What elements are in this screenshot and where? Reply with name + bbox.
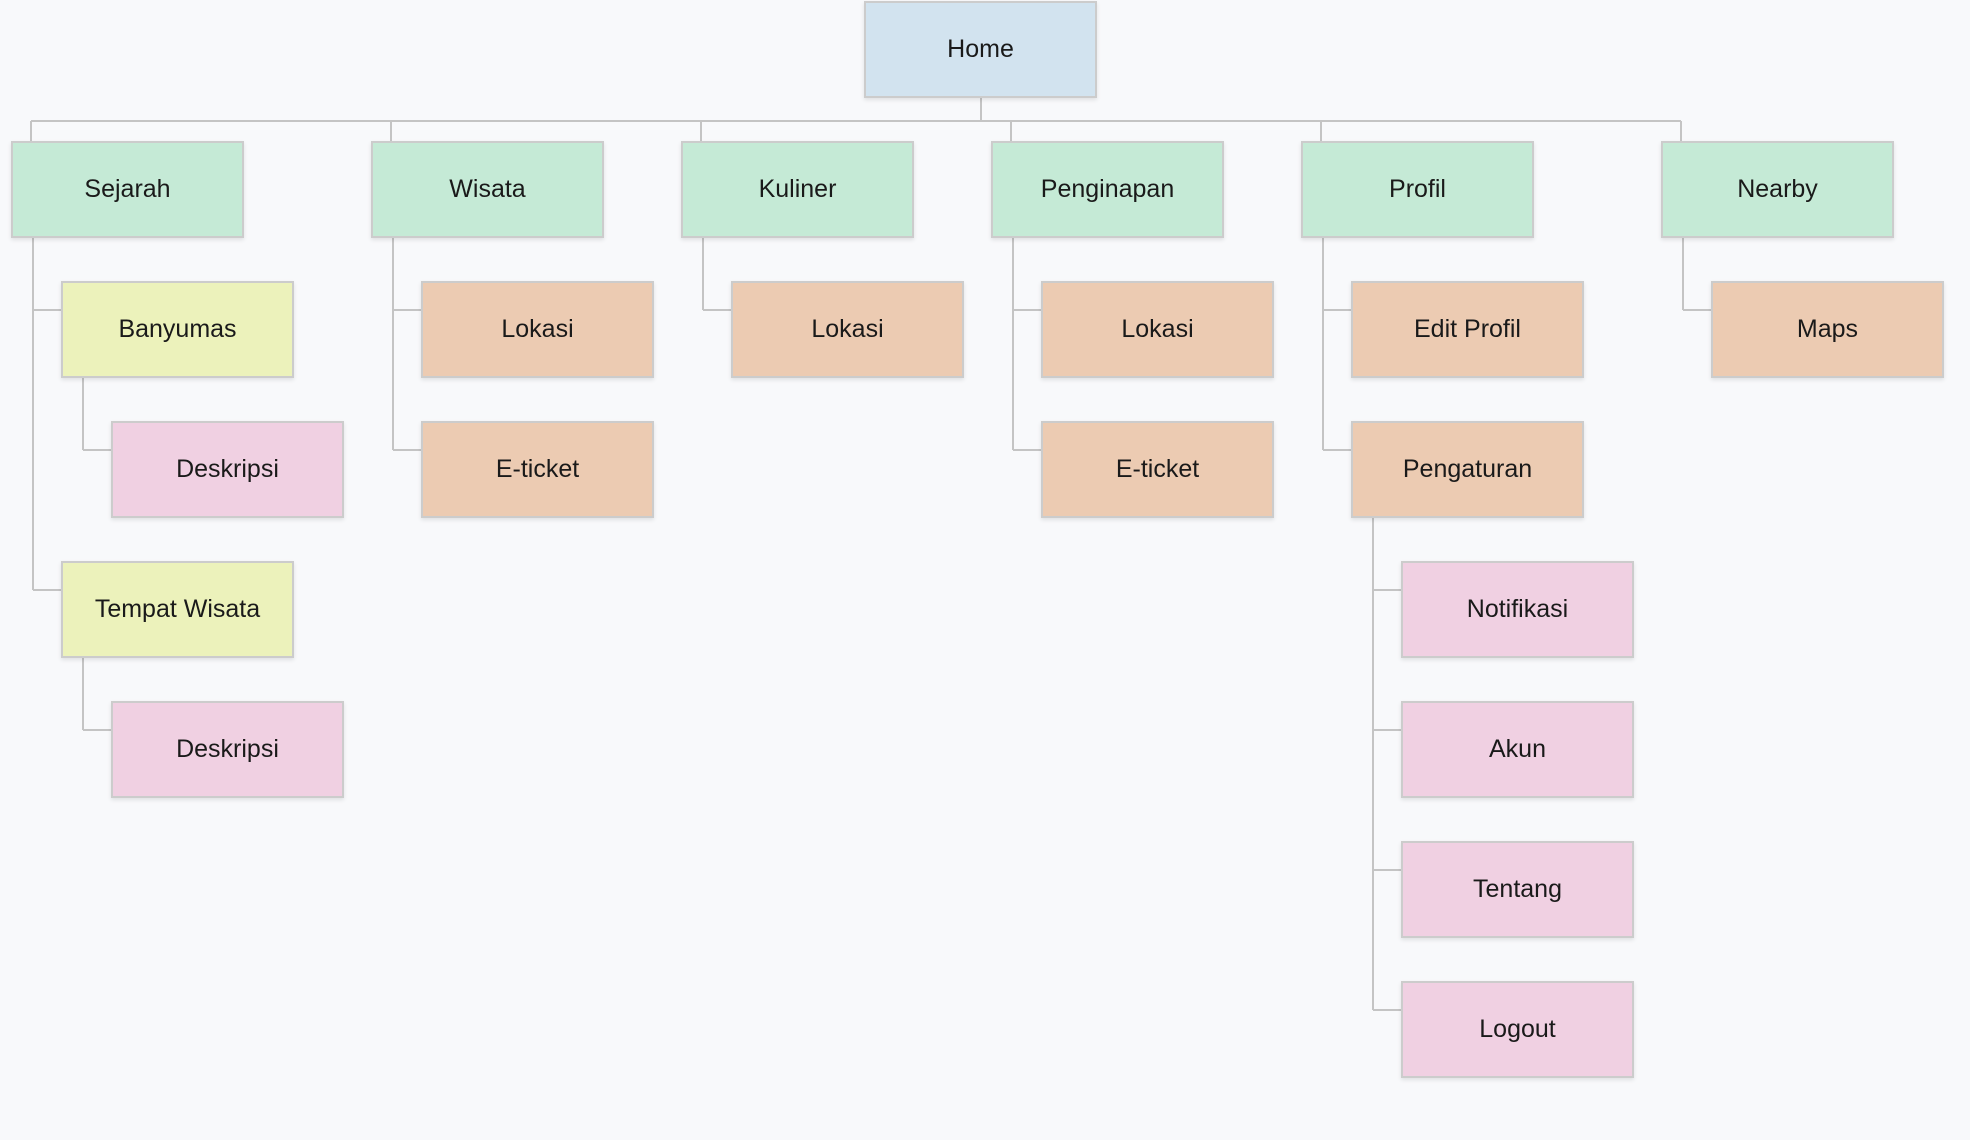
node-penginapan[interactable]: Penginapan bbox=[991, 141, 1224, 238]
node-sejarah[interactable]: Sejarah bbox=[11, 141, 244, 238]
node-akun-label: Akun bbox=[1489, 735, 1546, 763]
node-logout[interactable]: Logout bbox=[1401, 981, 1634, 1078]
node-kuliner-lokasi[interactable]: Lokasi bbox=[731, 281, 964, 378]
node-banyumas[interactable]: Banyumas bbox=[61, 281, 294, 378]
node-banyumas-deskripsi[interactable]: Deskripsi bbox=[111, 421, 344, 518]
node-kuliner-label: Kuliner bbox=[758, 175, 837, 203]
node-kuliner[interactable]: Kuliner bbox=[681, 141, 914, 238]
node-tempat-wisata-deskripsi[interactable]: Deskripsi bbox=[111, 701, 344, 798]
node-nearby-label: Nearby bbox=[1737, 175, 1818, 203]
node-penginapan-eticket[interactable]: E-ticket bbox=[1041, 421, 1274, 518]
node-maps[interactable]: Maps bbox=[1711, 281, 1944, 378]
node-wisata-lokasi[interactable]: Lokasi bbox=[421, 281, 654, 378]
node-pengaturan[interactable]: Pengaturan bbox=[1351, 421, 1584, 518]
node-banyumas-label: Banyumas bbox=[118, 315, 237, 343]
node-home-label: Home bbox=[947, 35, 1014, 63]
node-penginapan-label: Penginapan bbox=[1040, 175, 1175, 203]
node-notifikasi[interactable]: Notifikasi bbox=[1401, 561, 1634, 658]
node-wisata[interactable]: Wisata bbox=[371, 141, 604, 238]
node-tempat-wisata-deskripsi-label: Deskripsi bbox=[176, 735, 279, 763]
node-sejarah-label: Sejarah bbox=[84, 175, 171, 203]
node-wisata-lokasi-label: Lokasi bbox=[501, 315, 574, 343]
node-profil[interactable]: Profil bbox=[1301, 141, 1534, 238]
node-tentang[interactable]: Tentang bbox=[1401, 841, 1634, 938]
node-banyumas-deskripsi-label: Deskripsi bbox=[176, 455, 279, 483]
node-home[interactable]: Home bbox=[864, 1, 1097, 98]
node-nearby[interactable]: Nearby bbox=[1661, 141, 1894, 238]
node-kuliner-lokasi-label: Lokasi bbox=[811, 315, 884, 343]
node-edit-profil[interactable]: Edit Profil bbox=[1351, 281, 1584, 378]
node-tempat-wisata[interactable]: Tempat Wisata bbox=[61, 561, 294, 658]
node-penginapan-lokasi[interactable]: Lokasi bbox=[1041, 281, 1274, 378]
node-wisata-eticket-label: E-ticket bbox=[495, 455, 580, 483]
node-edit-profil-label: Edit Profil bbox=[1414, 315, 1521, 343]
node-penginapan-eticket-label: E-ticket bbox=[1115, 455, 1200, 483]
node-akun[interactable]: Akun bbox=[1401, 701, 1634, 798]
node-wisata-eticket[interactable]: E-ticket bbox=[421, 421, 654, 518]
node-logout-label: Logout bbox=[1479, 1015, 1556, 1043]
node-maps-label: Maps bbox=[1796, 315, 1859, 343]
node-penginapan-lokasi-label: Lokasi bbox=[1121, 315, 1194, 343]
node-profil-label: Profil bbox=[1389, 175, 1446, 203]
node-wisata-label: Wisata bbox=[449, 175, 526, 203]
node-tempat-wisata-label: Tempat Wisata bbox=[94, 595, 261, 623]
node-pengaturan-label: Pengaturan bbox=[1402, 455, 1533, 483]
node-tentang-label: Tentang bbox=[1473, 875, 1562, 903]
node-notifikasi-label: Notifikasi bbox=[1466, 595, 1569, 623]
